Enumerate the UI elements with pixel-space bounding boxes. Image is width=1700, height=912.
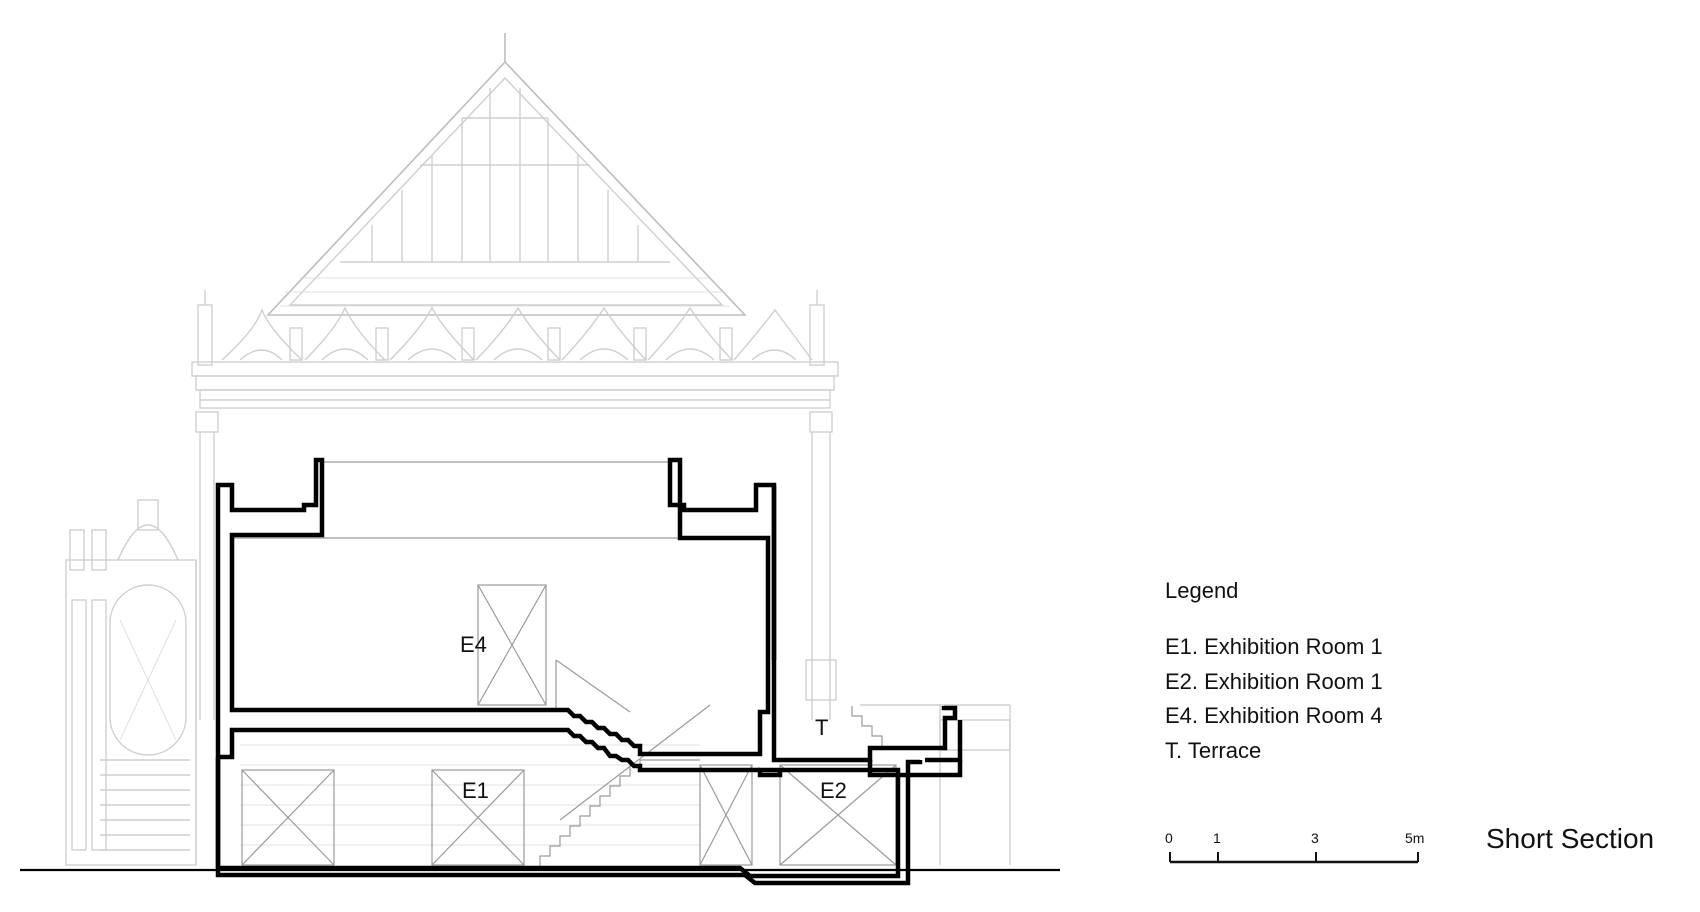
scale-tick-0: 0 <box>1165 830 1173 846</box>
legend-title: Legend <box>1165 578 1239 603</box>
room-label-t: T <box>815 715 828 740</box>
scale-tick-3: 3 <box>1311 830 1319 846</box>
elevation-background <box>65 33 1011 866</box>
scale-bar: 0 1 3 5m <box>1165 830 1424 864</box>
drawing-title: Short Section <box>1486 823 1655 854</box>
room-label-e2: E2 <box>820 778 847 803</box>
interior-details <box>232 461 897 866</box>
legend-item-e4: E4. Exhibition Room 4 <box>1165 703 1383 728</box>
legend-list: E1. Exhibition Room 1 E2. Exhibition Roo… <box>1165 630 1383 768</box>
room-label-e4: E4 <box>460 632 487 657</box>
legend-item-t: T. Terrace <box>1165 737 1262 763</box>
scale-tick-1: 1 <box>1213 830 1221 846</box>
room-label-e1: E1 <box>462 778 489 803</box>
legend-item-e1: E1. Exhibition Room 1 <box>1165 634 1383 659</box>
cut-section <box>20 457 1060 886</box>
legend-item-e2: E2. Exhibition Room 1 <box>1165 668 1383 694</box>
scale-tick-5m: 5m <box>1405 830 1424 846</box>
